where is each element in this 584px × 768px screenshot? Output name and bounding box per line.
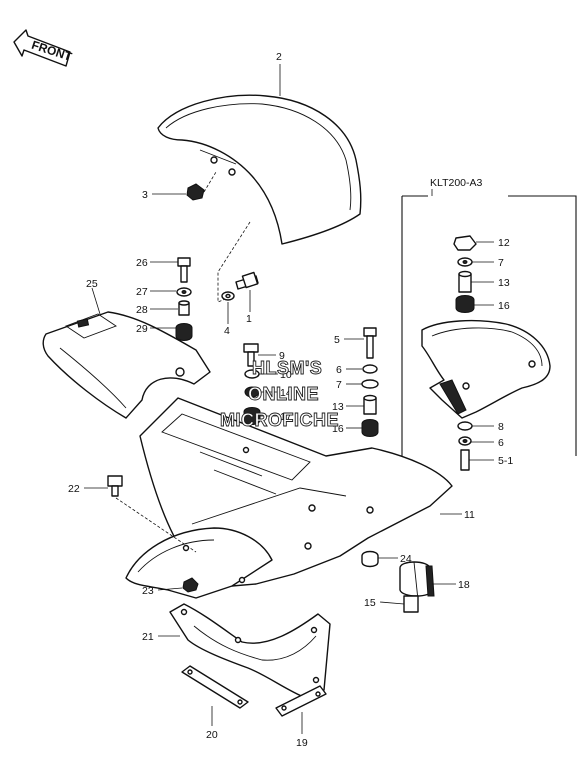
bolt-part-22 bbox=[107, 475, 123, 497]
callout-29: 29 bbox=[136, 323, 148, 335]
washer-part-7 bbox=[361, 379, 379, 389]
collar-part-13 bbox=[363, 394, 377, 415]
washer-part-k8 bbox=[457, 421, 473, 431]
callout-23: 23 bbox=[142, 585, 154, 597]
plate-part-19 bbox=[275, 685, 327, 717]
rear-fender-part bbox=[157, 94, 362, 245]
callout-7: 7 bbox=[336, 379, 342, 391]
front-arrow-icon: FRONT bbox=[13, 29, 74, 67]
callout-11: 11 bbox=[464, 509, 475, 521]
kit-callout-6: 6 bbox=[498, 437, 504, 449]
watermark-line-1: HLSM'S bbox=[252, 358, 322, 378]
tail-cover-part-25 bbox=[42, 311, 211, 419]
kit-box: KLT200-A3 bbox=[401, 177, 577, 471]
plate-part-20 bbox=[181, 665, 249, 709]
bolt-part-26 bbox=[177, 257, 191, 283]
kit-callout-5-1: 5-1 bbox=[498, 455, 513, 467]
mudflap-section bbox=[125, 527, 273, 599]
damper-part-24 bbox=[361, 550, 379, 568]
bolt-part-5 bbox=[363, 327, 377, 359]
washer-part-27 bbox=[176, 287, 192, 297]
callout-25: 25 bbox=[86, 278, 98, 290]
callout-10: 10 bbox=[280, 369, 292, 381]
callout-6: 6 bbox=[336, 364, 342, 376]
callout-13: 13 bbox=[332, 401, 344, 413]
callout-22: 22 bbox=[68, 483, 80, 495]
clamp-part-18 bbox=[399, 561, 435, 601]
clip-part-15 bbox=[403, 595, 419, 613]
washer-part-4 bbox=[221, 291, 235, 301]
grommet-part-29 bbox=[175, 323, 193, 341]
callout-21: 21 bbox=[142, 631, 154, 643]
callout-3: 3 bbox=[142, 189, 148, 201]
grommet-part-17 bbox=[243, 407, 261, 425]
watermark: HLSM'S ONLINE MICROFICHE bbox=[220, 358, 339, 431]
callout-20: 20 bbox=[206, 729, 218, 741]
callout-17: 17 bbox=[280, 411, 292, 423]
nut-part-23 bbox=[182, 577, 199, 593]
bracket-part-21 bbox=[169, 603, 331, 699]
kit-callout-16: 16 bbox=[498, 300, 510, 312]
callout-24: 24 bbox=[400, 553, 412, 565]
callout-16: 16 bbox=[332, 423, 344, 435]
bolt-part-9 bbox=[243, 343, 259, 367]
callout-9: 9 bbox=[279, 350, 285, 362]
kit-callout-13: 13 bbox=[498, 277, 510, 289]
kit-callout-12: 12 bbox=[498, 237, 510, 249]
kit-callout-7: 7 bbox=[498, 257, 504, 269]
collar-part-k13 bbox=[458, 270, 472, 293]
callout-14: 14 bbox=[280, 387, 292, 399]
callout-2: 2 bbox=[276, 51, 282, 63]
kit-label: KLT200-A3 bbox=[430, 177, 482, 189]
callout-labels: 2 3 26 27 28 29 25 4 1 5 6 7 13 16 9 10 … bbox=[68, 51, 513, 749]
callout-28: 28 bbox=[136, 304, 148, 316]
grommet-part-16 bbox=[361, 419, 379, 437]
callout-4: 4 bbox=[224, 325, 230, 337]
grommet-part-k16 bbox=[455, 295, 475, 313]
kit-callout-8: 8 bbox=[498, 421, 504, 433]
nut-part-3 bbox=[186, 183, 205, 201]
nut-part-12 bbox=[453, 235, 477, 251]
bolt-part-5-1 bbox=[460, 449, 470, 471]
washer-part-k6 bbox=[458, 436, 472, 446]
collar-part-28 bbox=[178, 300, 190, 316]
callout-1: 1 bbox=[246, 313, 252, 325]
kit-fender-part bbox=[421, 319, 551, 419]
callout-15: 15 bbox=[364, 597, 376, 609]
watermark-line-2: ONLINE bbox=[248, 384, 319, 404]
leader-lines bbox=[84, 64, 494, 734]
washer-part-6 bbox=[362, 364, 378, 374]
callout-18: 18 bbox=[458, 579, 470, 591]
washer-part-k7 bbox=[457, 257, 473, 267]
callout-5: 5 bbox=[334, 334, 340, 346]
callout-27: 27 bbox=[136, 286, 148, 298]
callout-19: 19 bbox=[296, 737, 308, 749]
bolt-part-1 bbox=[235, 271, 259, 290]
callout-26: 26 bbox=[136, 257, 148, 269]
watermark-line-3: MICROFICHE bbox=[220, 410, 339, 430]
